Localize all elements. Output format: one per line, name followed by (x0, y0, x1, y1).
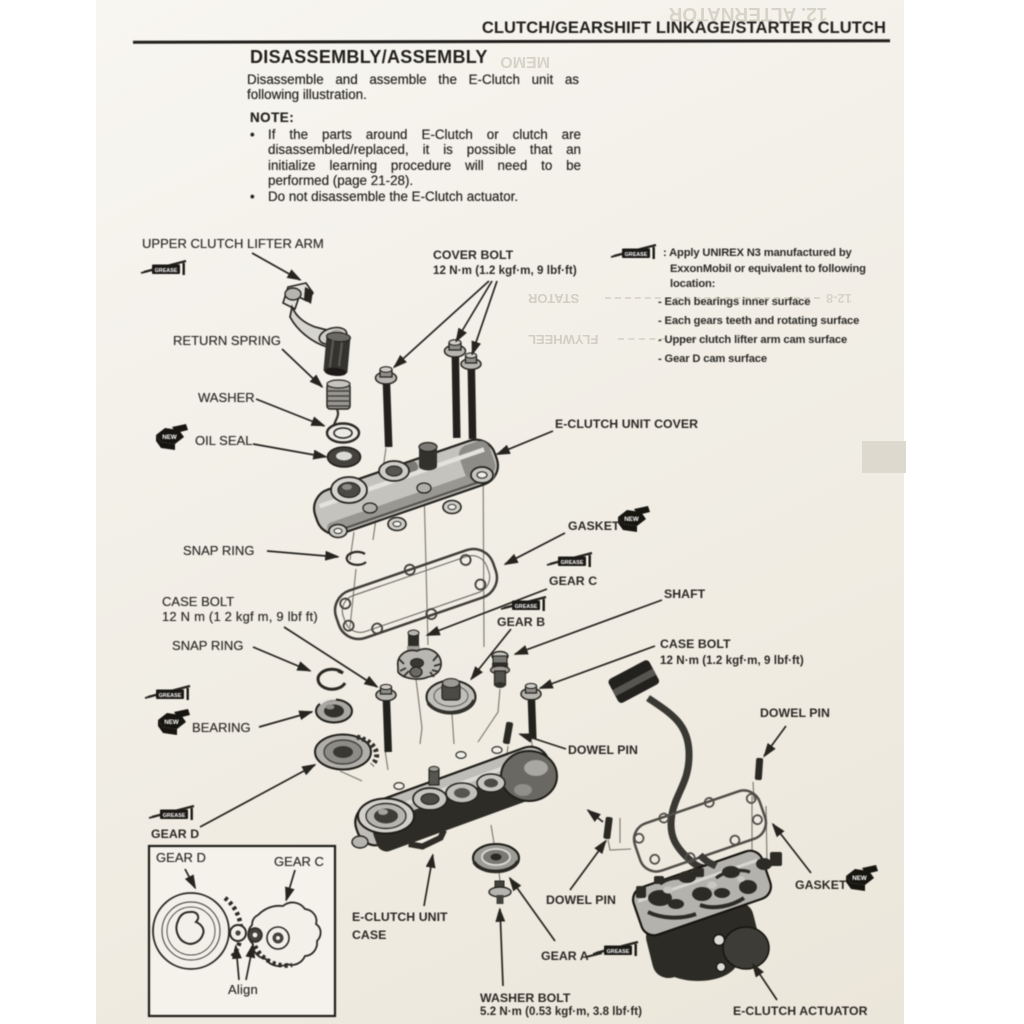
svg-text:WASHER: WASHER (198, 390, 255, 405)
svg-text:SNAP RING: SNAP RING (172, 638, 243, 653)
svg-text:- Upper clutch lifter arm cam: - Upper clutch lifter arm cam surface (658, 334, 847, 346)
svg-text:E-CLUTCH ACTUATOR: E-CLUTCH ACTUATOR (733, 1004, 868, 1018)
svg-text:CASE BOLT: CASE BOLT (162, 594, 234, 609)
svg-text:DOWEL PIN: DOWEL PIN (546, 893, 616, 907)
svg-text:- Each bearings inner surface: - Each bearings inner surface (658, 296, 810, 308)
svg-text:COVER BOLT: COVER BOLT (433, 248, 514, 262)
svg-text:DOWEL PIN: DOWEL PIN (568, 743, 638, 757)
svg-text:CASE: CASE (352, 928, 386, 942)
svg-text:SHAFT: SHAFT (664, 587, 706, 601)
svg-text:GEAR D: GEAR D (151, 827, 199, 841)
svg-text:BEARING: BEARING (192, 720, 251, 735)
svg-text:GEAR C: GEAR C (274, 854, 324, 869)
svg-text:E-CLUTCH UNIT: E-CLUTCH UNIT (352, 910, 448, 924)
svg-text:GASKET: GASKET (568, 519, 620, 533)
svg-text:Align: Align (228, 982, 258, 997)
svg-text:E-CLUTCH UNIT COVER: E-CLUTCH UNIT COVER (555, 417, 698, 431)
svg-text:ExxonMobil or equivalent to fo: ExxonMobil or equivalent to following (670, 263, 866, 275)
svg-text:RETURN SPRING: RETURN SPRING (173, 333, 281, 348)
svg-text:UPPER CLUTCH LIFTER ARM: UPPER CLUTCH LIFTER ARM (142, 236, 324, 251)
svg-text:12 N·m (1.2 kgf·m, 9 lbf·ft): 12 N·m (1.2 kgf·m, 9 lbf·ft) (433, 264, 577, 277)
svg-text:OIL SEAL: OIL SEAL (195, 433, 253, 448)
svg-text:GASKET: GASKET (795, 878, 847, 892)
svg-text:location:: location: (670, 278, 715, 290)
svg-text:WASHER BOLT: WASHER BOLT (480, 991, 571, 1005)
svg-text:- Gear D cam surface: - Gear D cam surface (658, 353, 767, 365)
svg-text:SNAP RING: SNAP RING (183, 543, 254, 558)
svg-text:12 N m (1 2 kgf m, 9 lbf ft): 12 N m (1 2 kgf m, 9 lbf ft) (162, 609, 318, 624)
svg-text:GEAR B: GEAR B (497, 615, 545, 629)
svg-text:DOWEL PIN: DOWEL PIN (760, 706, 830, 720)
svg-text:CASE BOLT: CASE BOLT (660, 637, 731, 651)
svg-text:GEAR C: GEAR C (549, 574, 597, 588)
svg-text:GEAR D: GEAR D (156, 850, 206, 865)
svg-text:: Apply UNIREX N3 manufactured: : Apply UNIREX N3 manufactured by (663, 247, 853, 259)
svg-text:5.2 N·m (0.53 kgf·m, 3.8 lbf·f: 5.2 N·m (0.53 kgf·m, 3.8 lbf·ft) (480, 1006, 642, 1018)
svg-text:12 N·m (1.2 kgf·m, 9 lbf·ft): 12 N·m (1.2 kgf·m, 9 lbf·ft) (660, 654, 804, 667)
svg-text:- Each gears teeth and rotatin: - Each gears teeth and rotating surface (658, 315, 859, 327)
svg-text:GEAR A: GEAR A (541, 949, 589, 963)
